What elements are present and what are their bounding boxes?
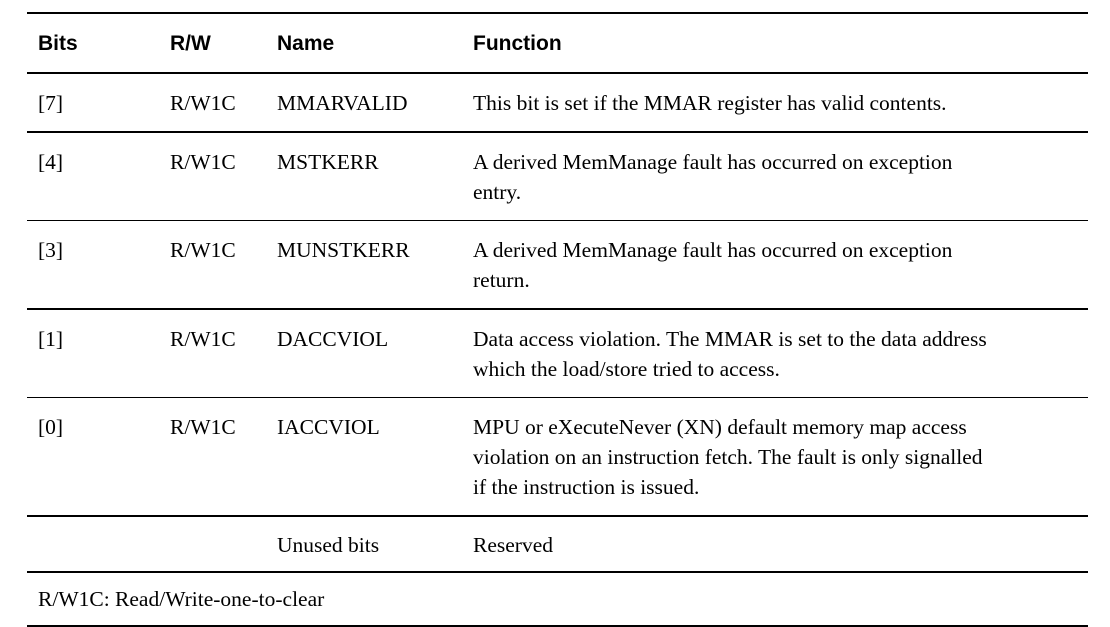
function-line: A derived MemManage fault has occurred o… — [473, 238, 953, 263]
cell-bits: [3] — [38, 238, 64, 263]
cell-bits: [1] — [38, 326, 64, 351]
row-separator-rule — [27, 219, 1088, 222]
table-header-row: Bits R/W Name Function — [27, 14, 1088, 72]
cell-function: Reserved — [473, 532, 553, 557]
table-row: [1] R/W1C DACCVIOL Data access violation… — [27, 310, 1088, 397]
column-header-function: Function — [473, 32, 562, 55]
table-bottom-rule — [27, 624, 1088, 627]
row-separator-rule — [27, 308, 1088, 310]
function-line: entry. — [473, 179, 522, 204]
cell-bits: [4] — [38, 149, 64, 174]
cell-function: Data access violation. The MMAR is set t… — [473, 324, 1088, 384]
cell-rw: R/W1C — [170, 415, 236, 440]
table-row: [7] R/W1C MMARVALID This bit is set if t… — [27, 74, 1088, 131]
column-header-bits: Bits — [38, 32, 78, 55]
cell-function: MPU or eXecuteNever (XN) default memory … — [473, 412, 1088, 502]
cell-name: Unused bits — [277, 532, 380, 557]
table-top-rule — [27, 12, 1088, 14]
cell-name: MMARVALID — [277, 91, 408, 115]
row-separator-rule — [27, 131, 1088, 133]
function-line: which the load/store tried to access. — [473, 356, 780, 381]
cell-function: A derived MemManage fault has occurred o… — [473, 147, 1088, 207]
column-header-rw: R/W — [170, 32, 211, 55]
row-separator-rule — [27, 515, 1088, 517]
cell-rw: R/W1C — [170, 326, 236, 351]
row-separator-rule — [27, 396, 1088, 399]
cell-rw: R/W1C — [170, 238, 236, 263]
header-bottom-rule — [27, 72, 1088, 74]
table-row: [4] R/W1C MSTKERR A derived MemManage fa… — [27, 133, 1088, 220]
cell-name: MSTKERR — [277, 149, 379, 174]
function-line: violation on an instruction fetch. The f… — [473, 445, 983, 470]
function-line: if the instruction is issued. — [473, 475, 700, 500]
function-line: Data access violation. The MMAR is set t… — [473, 326, 987, 351]
cell-rw: R/W1C — [170, 149, 236, 174]
cell-bits: [0] — [38, 415, 64, 440]
table-row: [0] R/W1C IACCVIOL MPU or eXecuteNever (… — [27, 398, 1088, 515]
table-row: [3] R/W1C MUNSTKERR A derived MemManage … — [27, 221, 1088, 308]
footnote-text: R/W1C: Read/Write-one-to-clear — [38, 586, 325, 611]
cell-name: DACCVIOL — [277, 326, 389, 351]
function-line: A derived MemManage fault has occurred o… — [473, 149, 953, 174]
register-bit-field-table: Bits R/W Name Function [7] R/W1C MMARVAL… — [27, 12, 1088, 627]
function-line: This bit is set if the MMAR register has… — [473, 91, 947, 115]
cell-rw: R/W1C — [170, 91, 236, 115]
table-row-unused-bits: Unused bits Reserved — [27, 517, 1088, 571]
cell-function: A derived MemManage fault has occurred o… — [473, 235, 1088, 295]
table-footnote-row: R/W1C: Read/Write-one-to-clear — [27, 573, 1088, 625]
column-header-name: Name — [277, 32, 335, 55]
footnote-top-rule — [27, 570, 1088, 573]
function-line: return. — [473, 268, 530, 293]
cell-function: This bit is set if the MMAR register has… — [473, 88, 1088, 118]
cell-name: IACCVIOL — [277, 415, 380, 440]
cell-name: MUNSTKERR — [277, 238, 410, 263]
cell-bits: [7] — [38, 91, 64, 115]
function-line: MPU or eXecuteNever (XN) default memory … — [473, 415, 967, 440]
